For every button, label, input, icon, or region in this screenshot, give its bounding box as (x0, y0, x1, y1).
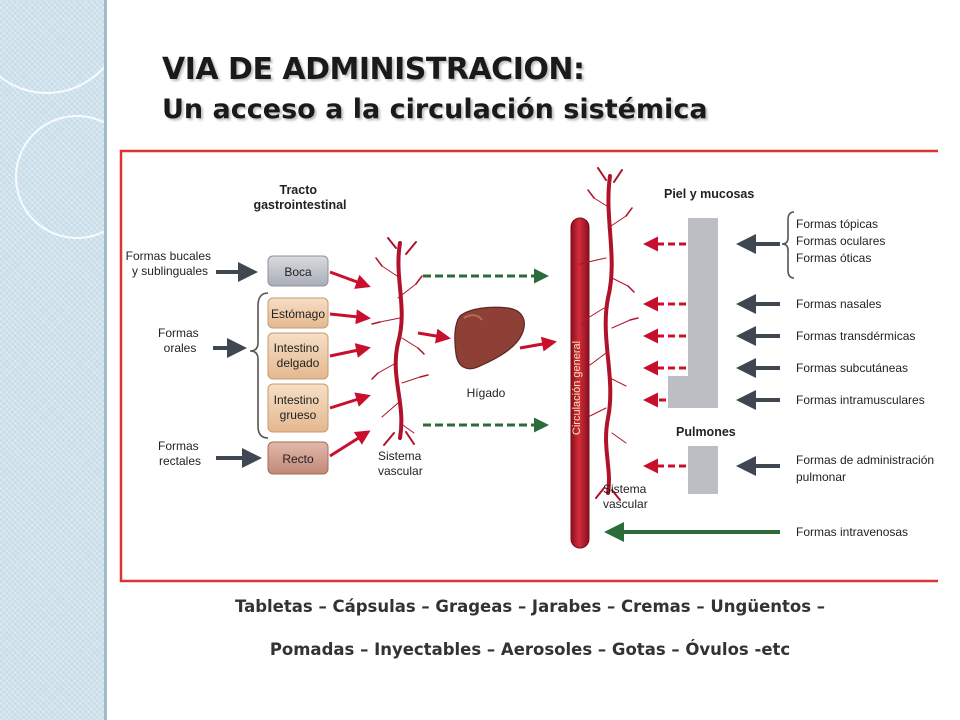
box-label-line: Intestino (274, 393, 320, 407)
tracto-line: Tracto (280, 183, 318, 197)
label-line: vascular (378, 464, 423, 478)
tracto-line: gastrointestinal (253, 198, 346, 212)
label-line: rectales (159, 454, 201, 468)
box-label: Recto (282, 452, 314, 466)
box-recto: Recto (267, 441, 329, 475)
label-line: Formas bucales (126, 249, 211, 263)
input-arrows-right (736, 234, 780, 476)
label-line: Formas tópicas (796, 217, 878, 231)
formas-topicas-group: Formas tópicas Formas oculares Formas ót… (796, 217, 889, 265)
label-line: Formas (158, 326, 199, 340)
pulmones-bar (688, 446, 718, 494)
formas-nasales-label: Formas nasales (796, 297, 881, 311)
box-label: Intestino delgado (274, 341, 323, 370)
absorption-arrow (329, 270, 371, 289)
formas-orales-label: Formas orales (158, 326, 202, 355)
formas-intramusculares-label: Formas intramusculares (796, 393, 925, 407)
label-line: Sistema (603, 482, 647, 496)
absorption-arrow (329, 392, 371, 410)
box-intestino-grueso: Intestino grueso (267, 383, 329, 433)
diagram-border (119, 149, 938, 583)
vascular-network-left (371, 237, 429, 446)
label-line: vascular (603, 497, 648, 511)
box-label: Intestino grueso (274, 393, 323, 422)
sistema-vascular-left-label: Sistema vascular (378, 449, 425, 478)
formas-intravenosas-label: Formas intravenosas (796, 525, 908, 539)
portal-arrow (417, 328, 451, 344)
slide-subtitle: Un acceso a la circulación sistémica (162, 94, 708, 125)
dosage-forms-caption-line-2: Pomadas – Inyectables – Aerosoles – Gota… (269, 640, 791, 659)
sistema-vascular-right-label: Sistema vascular (603, 482, 650, 511)
box-boca: Boca (267, 255, 329, 287)
hepatic-arrow (519, 336, 557, 352)
circulacion-general-vessel (570, 217, 590, 549)
higado-label: Hígado (467, 386, 506, 400)
absorption-arrow (329, 309, 371, 325)
liver-icon (454, 306, 525, 370)
pulmones-label: Pulmones (676, 425, 736, 439)
label-line: y sublinguales (132, 264, 208, 278)
absorption-arrow (329, 343, 371, 358)
piel-mucosas-label: Piel y mucosas (664, 187, 754, 201)
formas-pulmonar-label: Formas de administración pulmonar (796, 453, 937, 484)
box-label-line: grueso (280, 408, 317, 422)
vascular-network-right (579, 167, 639, 501)
slide-sidebar-decoration (0, 0, 139, 720)
formas-rectales-label: Formas rectales (158, 439, 202, 468)
box-label: Boca (284, 265, 312, 279)
slide-title: VIA DE ADMINISTRACION: (162, 52, 585, 87)
label-line: Formas de administración (796, 453, 934, 467)
box-intestino-delgado: Intestino delgado (267, 332, 329, 380)
topical-brace (781, 211, 795, 279)
circulacion-general-label: Circulación general (571, 341, 583, 435)
box-label: Estómago (271, 307, 325, 321)
label-line: Formas óticas (796, 251, 871, 265)
dosage-forms-caption-line-1: Tabletas – Cápsulas – Grageas – Jarabes … (234, 597, 826, 616)
label-line: orales (164, 341, 197, 355)
formas-bucales-label: Formas bucales y sublinguales (126, 249, 215, 278)
box-label-line: Intestino (274, 341, 320, 355)
liver-highlight (463, 314, 483, 321)
box-label-line: delgado (277, 356, 320, 370)
formas-subcutaneas-label: Formas subcutáneas (796, 361, 908, 375)
label-line: Sistema (378, 449, 422, 463)
label-line: pulmonar (796, 470, 846, 484)
administration-routes-diagram: Tracto gastrointestinal Formas bucales y… (119, 149, 938, 583)
formas-transdermicas-label: Formas transdérmicas (796, 329, 915, 343)
tracto-label: Tracto gastrointestinal (253, 183, 346, 212)
sidebar-edge (104, 0, 107, 720)
label-line: Formas (158, 439, 199, 453)
oral-brace (249, 292, 269, 439)
piel-mucosas-bar (668, 218, 718, 408)
label-line: Formas oculares (796, 234, 885, 248)
absorption-arrow (329, 430, 371, 458)
entry-arrows-right (643, 236, 686, 474)
box-estomago: Estómago (267, 297, 329, 329)
